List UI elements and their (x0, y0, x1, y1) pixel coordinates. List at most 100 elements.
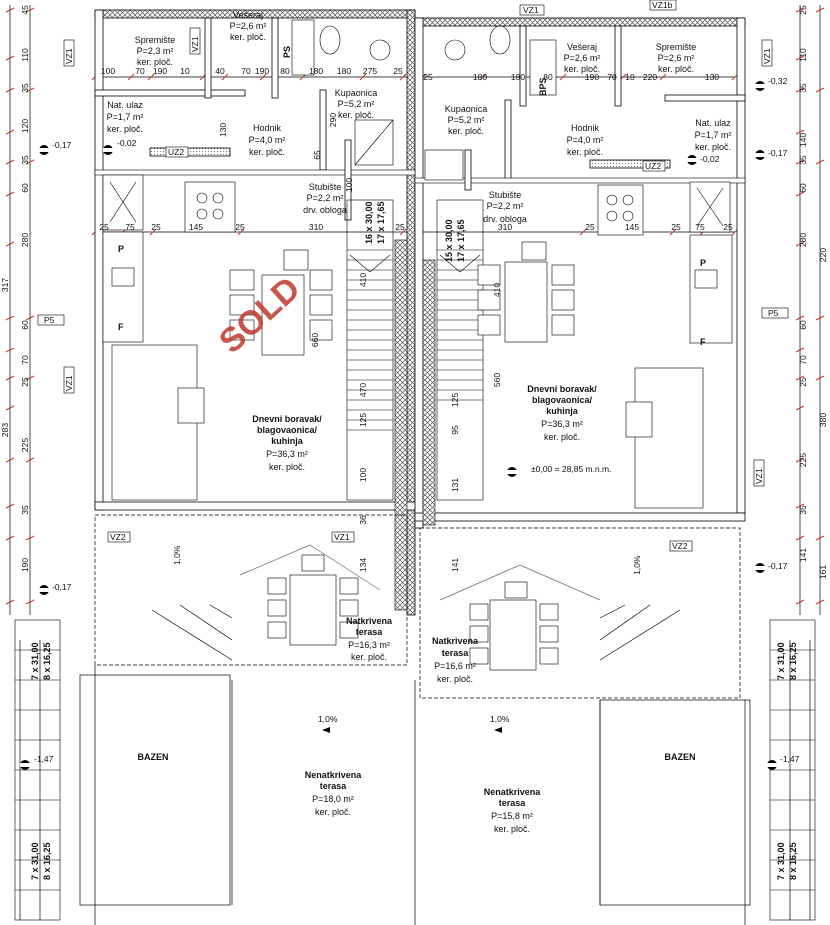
dimension-label: 35 (798, 505, 808, 515)
stair-label: 8 x 16,25 (788, 842, 798, 880)
wall-tag: VZ1 (762, 48, 772, 64)
wall-tag: VZ1 (64, 375, 74, 391)
dimension-label: 380 (818, 413, 828, 427)
room-natkrivena-right: Natkrivena terasa P=16,6 m² ker. ploč. (432, 636, 479, 684)
level-label: -1,47 (34, 754, 54, 764)
slope-label: 1,0% (318, 714, 338, 724)
level-label: -0,02 (117, 138, 137, 148)
level-label: -0,17 (52, 140, 72, 150)
dimension-label: 130 (705, 72, 719, 82)
dimension-label: 25 (99, 222, 109, 232)
dimension-label: 70 (241, 66, 251, 76)
level-marker (687, 155, 697, 165)
dimension-label: 180 (473, 72, 487, 82)
dimension-label: 70 (607, 72, 617, 82)
dimension-label: 25 (723, 222, 733, 232)
svg-text:Vešeraj: Vešeraj (567, 42, 597, 52)
svg-text:Stubište: Stubište (309, 182, 342, 192)
level-marker (507, 467, 517, 477)
dimension-labels-inner: 6604104701251003613456095131141410125290… (218, 113, 502, 572)
wall-tags (37, 0, 789, 552)
svg-text:drv. obloga: drv. obloga (483, 214, 527, 224)
svg-text:Natkrivena: Natkrivena (432, 636, 479, 646)
level-marker (39, 585, 49, 595)
dimension-label: 35 (798, 83, 808, 93)
wall-tag: VZ2 (672, 541, 688, 551)
stair-label: 8 x 16,25 (42, 842, 52, 880)
svg-text:ker. ploč.: ker. ploč. (494, 824, 530, 834)
dimension-label: 560 (492, 373, 502, 387)
room-dnevni-right: Dnevni boravak/ blagovaonica/ kuhinja P=… (527, 384, 597, 442)
level-marker (20, 760, 30, 770)
svg-text:P=1,7 m²: P=1,7 m² (695, 130, 732, 140)
level-label: -0,02 (700, 154, 720, 164)
svg-text:ker. ploč.: ker. ploč. (230, 32, 266, 42)
svg-text:ker. ploč.: ker. ploč. (269, 462, 305, 472)
svg-text:P=16,6 m²: P=16,6 m² (434, 661, 476, 671)
stair-label: 7 x 31,00 (30, 642, 40, 680)
svg-text:P=2,3 m²: P=2,3 m² (137, 46, 174, 56)
svg-text:Dnevni boravak/: Dnevni boravak/ (527, 384, 597, 394)
svg-text:ker. ploč.: ker. ploč. (544, 432, 580, 442)
svg-text:Spremište: Spremište (135, 35, 176, 45)
wall-tag: VZ1 (334, 532, 350, 542)
stair-label: 17 x 17,65 (376, 201, 386, 244)
dimension-label: 75 (125, 222, 135, 232)
room-veseraj-left: Vešeraj P=2,6 m² ker. ploč. (230, 10, 267, 42)
dimension-label: 100 (101, 66, 115, 76)
room-stubiste-left: Stubište P=2,2 m² drv. obloga (303, 182, 347, 215)
dimension-label: 225 (798, 453, 808, 467)
dimension-label: 60 (20, 183, 30, 193)
svg-text:blagovaonica/: blagovaonica/ (257, 425, 318, 435)
dimension-label: 141 (798, 548, 808, 562)
dimension-label: 280 (798, 233, 808, 247)
dimension-label: 660 (310, 333, 320, 347)
wall-tag: P5 (44, 315, 55, 325)
dimension-label: 180 (337, 66, 351, 76)
dimension-label: 35 (20, 83, 30, 93)
svg-text:Kupaonica: Kupaonica (335, 88, 378, 98)
dimension-label: 120 (20, 119, 30, 133)
dimension-label: 141 (450, 558, 460, 572)
dimension-label: 110 (798, 48, 808, 62)
dimension-label: 125 (358, 413, 368, 427)
dimension-label: 25 (20, 377, 30, 387)
stair-label: 8 x 16,25 (788, 642, 798, 680)
svg-text:blagovaonica/: blagovaonica/ (532, 395, 593, 405)
stair-label: 16 x 30,00 (364, 201, 374, 244)
dimension-label: 410 (358, 273, 368, 287)
dimension-label: 35 (798, 155, 808, 165)
level-marker (755, 150, 765, 160)
dimension-label: 70 (135, 66, 145, 76)
room-hodnik-right: Hodnik P=4,0 m² ker. ploč. (567, 123, 604, 157)
svg-text:P=36,3 m²: P=36,3 m² (266, 449, 308, 459)
dimension-label: 70 (20, 355, 30, 365)
svg-text:ker. ploč.: ker. ploč. (564, 64, 600, 74)
wall-tag: VZ1 (64, 48, 74, 64)
room-natkrivena-left: Natkrivena terasa P=16,3 m² ker. ploč. (346, 616, 393, 662)
dimension-label: 190 (585, 72, 599, 82)
room-kupaonica-right: Kupaonica P=5,2 m² ker. ploč. (445, 104, 488, 136)
dimension-label: 470 (358, 383, 368, 397)
svg-text:P=1,7 m²: P=1,7 m² (107, 112, 144, 122)
svg-text:P=2,2 m²: P=2,2 m² (307, 193, 344, 203)
level-marker (755, 81, 765, 91)
dimension-label: 225 (20, 438, 30, 452)
wall-tag: UZ2 (168, 147, 184, 157)
dimension-label: 60 (20, 320, 30, 330)
svg-text:Nat. ulaz: Nat. ulaz (107, 100, 143, 110)
pool-label-left: BAZEN (138, 752, 169, 762)
svg-text:ker. ploč.: ker. ploč. (567, 147, 603, 157)
room-stubiste-right: Stubište P=2,2 m² drv. obloga (483, 190, 527, 224)
wall-tag: VZ1 (754, 468, 764, 484)
dimension-label: 80 (280, 66, 290, 76)
dimension-label: 10 (180, 66, 190, 76)
svg-text:Nenatkrivena: Nenatkrivena (305, 770, 363, 780)
svg-text:terasa: terasa (356, 627, 384, 637)
svg-text:Spremište: Spremište (656, 42, 697, 52)
svg-text:Hodnik: Hodnik (571, 123, 600, 133)
wall-tag: VZ1 (523, 5, 539, 15)
stair-label: 17 x 17,65 (456, 219, 466, 262)
walls (94, 9, 746, 616)
